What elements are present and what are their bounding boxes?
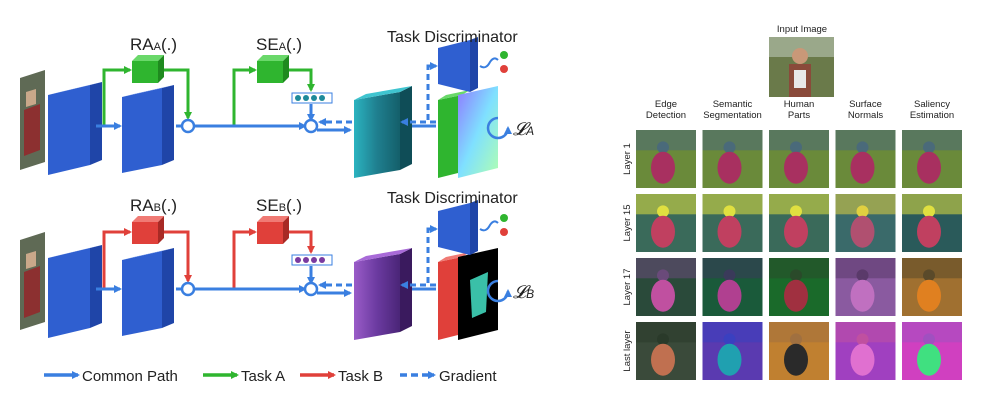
sum-node-1a bbox=[180, 118, 196, 134]
disc-output-line-a bbox=[479, 57, 499, 69]
task-a-arrow-se-out bbox=[289, 68, 315, 92]
activation-grid bbox=[636, 130, 962, 380]
activation-cell-r2-c0 bbox=[636, 258, 696, 316]
discriminator-title-a: Task Discriminator bbox=[387, 29, 518, 46]
conv-block-2a bbox=[122, 85, 174, 173]
column-header-0-line-1: Detection bbox=[646, 110, 686, 121]
activation-cell-r3-c3 bbox=[835, 322, 896, 380]
branch-a: 𝓛A RAA(.) SEA(.) Task Discriminator bbox=[20, 29, 534, 178]
output-map-b bbox=[458, 248, 498, 340]
disc-output-real-a bbox=[500, 51, 508, 59]
activation-cell-r0-c2 bbox=[769, 130, 829, 188]
ra-label-a: RAA(.) bbox=[130, 35, 177, 54]
input-photo-a bbox=[20, 70, 45, 170]
activation-cell-r0-c3 bbox=[835, 130, 896, 188]
mul-node-b bbox=[303, 281, 319, 297]
ra-label-b: RAB(.) bbox=[130, 196, 177, 215]
decoder-block-a bbox=[438, 90, 470, 178]
column-header-1-line-1: Segmentation bbox=[703, 110, 762, 121]
row-header-2: Layer 17 bbox=[622, 269, 633, 306]
loss-loop-a bbox=[486, 116, 512, 140]
task-a-arrow-ra-in bbox=[102, 66, 132, 126]
sum-node-1b bbox=[180, 281, 196, 297]
loss-loop-b bbox=[486, 279, 512, 303]
loss-label-a: 𝓛A bbox=[513, 119, 534, 139]
activation-cell-r3-c0 bbox=[636, 322, 696, 380]
row-headers: Layer 1 Layer 15 Layer 17 Last layer bbox=[622, 143, 633, 371]
column-header-2-line-1: Parts bbox=[788, 110, 810, 121]
disc-output-line-b bbox=[479, 220, 499, 232]
discriminator-title-b: Task Discriminator bbox=[387, 190, 518, 207]
activation-cell-r1-c1 bbox=[702, 194, 763, 252]
activation-cell-r0-c4 bbox=[902, 130, 962, 188]
column-header-3-line-0: Surface bbox=[849, 99, 882, 110]
activation-cell-r0-c1 bbox=[702, 130, 763, 188]
activation-cell-r2-c4 bbox=[902, 258, 962, 316]
legend-task-b: Task B bbox=[338, 368, 383, 385]
activation-cell-r2-c3 bbox=[835, 258, 896, 316]
conv-block-1b bbox=[48, 245, 102, 338]
activation-cell-r1-c2 bbox=[769, 194, 829, 252]
disc-output-fake-b bbox=[500, 228, 508, 236]
row-header-0: Layer 1 bbox=[622, 143, 633, 175]
task-b-arrow-ra-out bbox=[164, 230, 192, 283]
input-photo-b bbox=[20, 232, 45, 330]
se-vector-a bbox=[291, 92, 333, 104]
discriminator-b bbox=[438, 200, 478, 255]
activation-cell-r1-c0 bbox=[636, 194, 696, 252]
input-image-label: Input Image bbox=[777, 24, 827, 35]
gradient-arrow-disc-a bbox=[426, 62, 438, 120]
ra-module-b bbox=[132, 216, 164, 244]
task-a-arrow-ra-out bbox=[164, 68, 192, 120]
se-module-a bbox=[257, 55, 289, 83]
activation-cell-r1-c4 bbox=[902, 194, 962, 252]
activation-cell-r3-c4 bbox=[902, 322, 962, 380]
legend: Common Path Task A Task B Gradient bbox=[44, 368, 497, 385]
feature-tensor-a bbox=[354, 86, 412, 178]
column-header-2-line-0: Human bbox=[784, 99, 815, 110]
disc-output-fake-a bbox=[500, 65, 508, 73]
task-b-arrow-se-out bbox=[289, 230, 315, 254]
column-header-0-line-0: Edge bbox=[655, 99, 677, 110]
row-header-3: Last layer bbox=[622, 330, 633, 371]
task-b-arrow-se-in bbox=[232, 228, 257, 289]
branch-b: 𝓛B RAB(.) SEB(.) Task Discriminator bbox=[20, 190, 534, 340]
gradient-arrow-disc-b bbox=[426, 225, 438, 283]
task-b-arrow-ra-in bbox=[102, 228, 132, 289]
conv-block-2b bbox=[122, 248, 174, 336]
se-vector-b bbox=[291, 254, 333, 266]
activation-cell-r0-c0 bbox=[636, 130, 696, 188]
se-label-a: SEA(.) bbox=[256, 35, 302, 54]
task-a-arrow-se-in bbox=[232, 66, 257, 126]
column-header-4-line-0: Saliency bbox=[914, 99, 950, 110]
input-image bbox=[769, 37, 834, 97]
activation-cell-r2-c2 bbox=[769, 258, 829, 316]
discriminator-a bbox=[438, 37, 478, 92]
conv-block-1a bbox=[48, 82, 102, 175]
row-header-1: Layer 15 bbox=[622, 205, 633, 242]
column-header-4-line-1: Estimation bbox=[910, 110, 954, 121]
se-label-b: SEB(.) bbox=[256, 196, 302, 215]
se-module-b bbox=[257, 216, 289, 244]
legend-gradient: Gradient bbox=[439, 368, 497, 385]
activation-cell-r3-c1 bbox=[702, 322, 763, 380]
legend-task-a: Task A bbox=[241, 368, 285, 385]
activation-cell-r1-c3 bbox=[835, 194, 896, 252]
decoder-block-b bbox=[438, 252, 470, 340]
disc-output-real-b bbox=[500, 214, 508, 222]
activation-cell-r3-c2 bbox=[769, 322, 829, 380]
activation-cell-r2-c1 bbox=[702, 258, 763, 316]
column-header-1-line-0: Semantic bbox=[713, 99, 753, 110]
output-map-a bbox=[458, 86, 498, 178]
ra-module-a bbox=[132, 55, 164, 83]
feature-tensor-b bbox=[354, 248, 412, 340]
column-header-3-line-1: Normals bbox=[848, 110, 884, 121]
mul-node-a bbox=[303, 118, 319, 134]
loss-label-b: 𝓛B bbox=[513, 282, 534, 302]
legend-common-path: Common Path bbox=[82, 368, 178, 385]
